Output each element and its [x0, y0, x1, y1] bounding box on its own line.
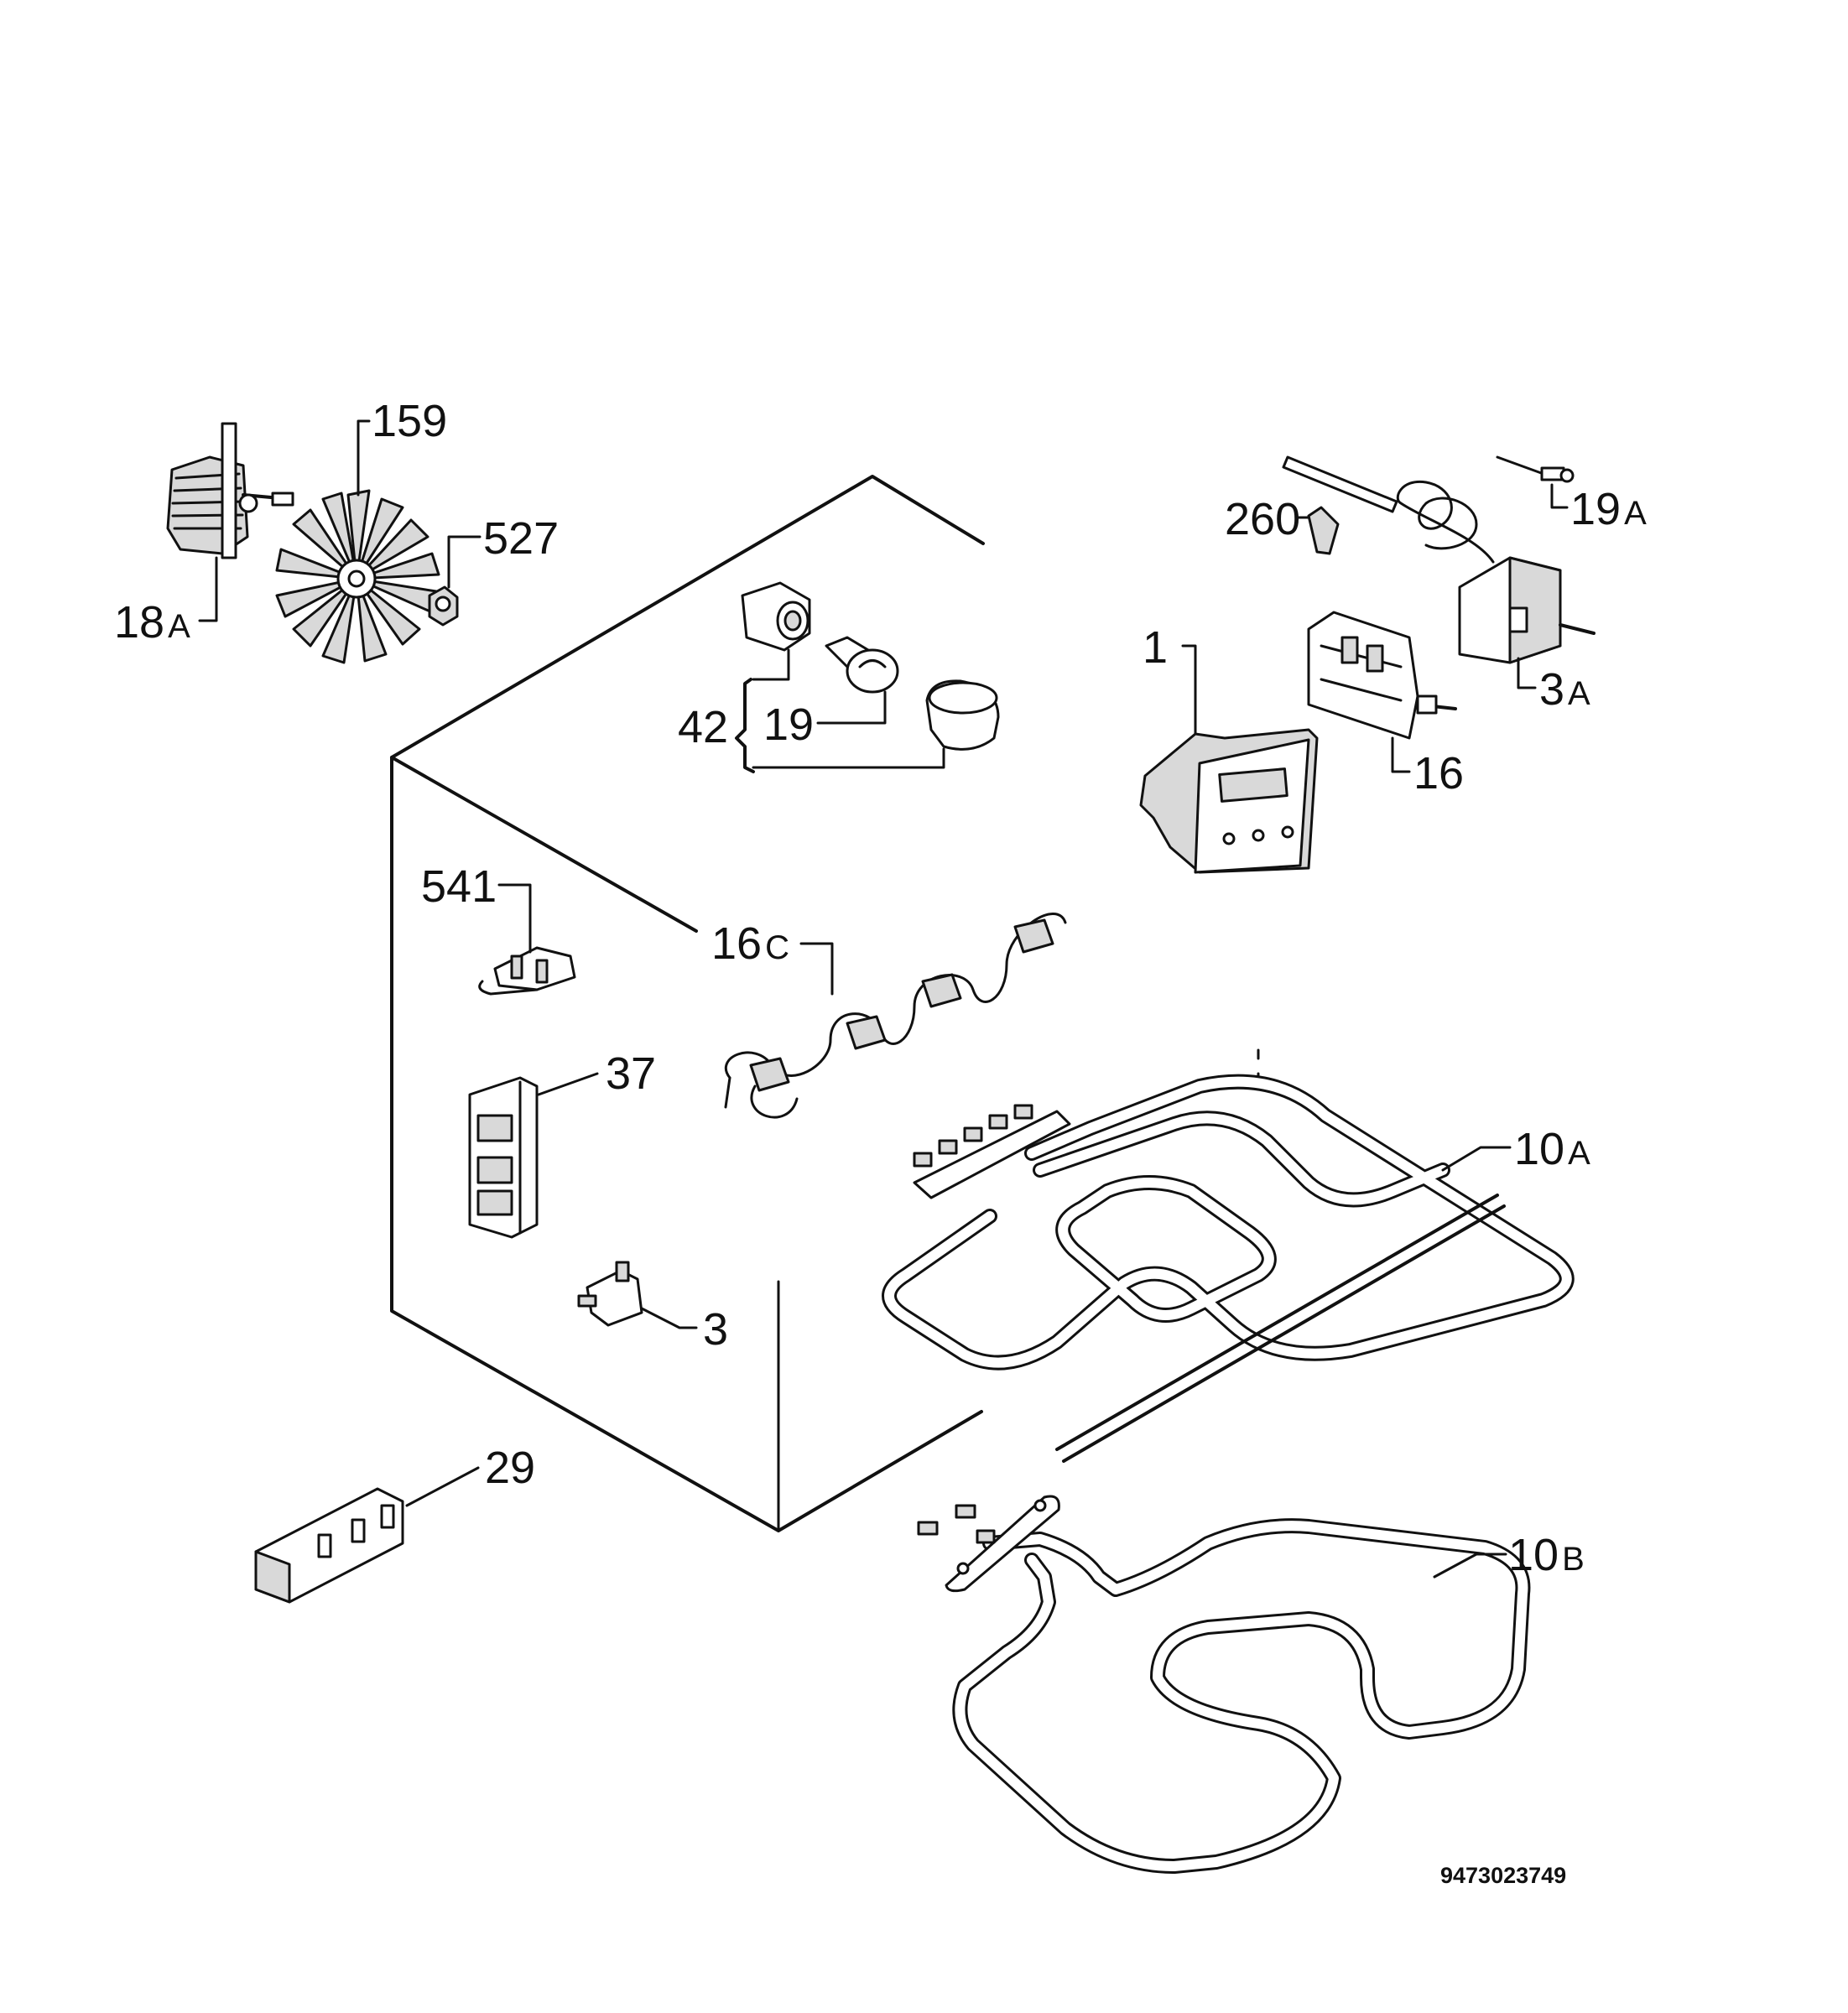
leader-37 — [537, 1072, 599, 1096]
terminal-block-part-37 — [468, 1076, 539, 1239]
leader-3 — [640, 1307, 698, 1329]
leader-16 — [1391, 736, 1411, 773]
lamp-cover-glass — [925, 679, 1000, 751]
leader-3a — [1517, 657, 1537, 689]
clip-part-260 — [1307, 506, 1340, 555]
label-16c-suffix: C — [765, 929, 789, 966]
fan-wheel-part-159 — [275, 489, 440, 664]
relay-unit-part-29 — [254, 1487, 404, 1604]
label-18a-number: 18 — [114, 597, 164, 648]
leader-18a — [198, 556, 218, 622]
label-19: 19 — [763, 700, 814, 750]
leader-10a — [1441, 1146, 1512, 1172]
label-1: 1 — [1143, 622, 1168, 673]
lamp-bulb-part-19 — [825, 636, 899, 694]
label-19a-suffix: A — [1624, 495, 1647, 532]
label-19a-number: 19 — [1570, 484, 1621, 534]
label-16c-number: 16 — [711, 918, 762, 969]
leader-42-bottom — [752, 747, 945, 769]
leader-19a — [1550, 483, 1569, 509]
top-heating-element-part-10a — [882, 1074, 1575, 1463]
connector-part-541 — [478, 946, 576, 996]
label-10a-suffix: A — [1568, 1135, 1590, 1172]
fan-nut-part-527 — [428, 585, 459, 627]
wire-connector-part-19a — [1496, 455, 1575, 483]
leader-29 — [405, 1466, 480, 1507]
oven-cavity-outline — [390, 475, 1260, 1532]
label-29: 29 — [485, 1443, 535, 1493]
leader-42-top — [752, 648, 790, 681]
label-541: 541 — [421, 861, 497, 912]
thermal-fuse-part-3 — [577, 1261, 643, 1327]
wire-harness-part-16c — [724, 913, 1067, 1119]
electronic-timer-part-1 — [1139, 728, 1319, 874]
leader-19 — [816, 690, 887, 725]
label-3a-number: 3 — [1539, 664, 1564, 715]
leader-16c — [799, 942, 834, 996]
label-18a-suffix: A — [168, 608, 190, 645]
label-10b-suffix: B — [1562, 1541, 1585, 1578]
bracket-42 — [735, 678, 755, 773]
leader-10b — [1433, 1553, 1507, 1579]
label-527: 527 — [483, 513, 559, 564]
label-10b-number: 10 — [1508, 1530, 1559, 1580]
lamp-holder-part-42 — [741, 581, 811, 652]
label-3a-suffix: A — [1568, 675, 1590, 712]
label-3: 3 — [703, 1304, 728, 1355]
bottom-heating-element-part-10b — [917, 1495, 1531, 1874]
leader-159 — [357, 419, 371, 497]
selector-switch-part-16 — [1307, 611, 1457, 740]
label-16: 16 — [1413, 748, 1464, 798]
leader-527 — [447, 535, 482, 589]
fan-motor-part-18a — [166, 422, 294, 559]
label-37: 37 — [606, 1048, 656, 1099]
leader-1 — [1181, 644, 1197, 736]
leader-541 — [497, 883, 532, 954]
thermostat-part-3a — [1282, 455, 1596, 664]
label-10a-number: 10 — [1514, 1124, 1564, 1174]
document-code: 9473023749 — [1440, 1863, 1566, 1888]
label-42: 42 — [678, 702, 728, 752]
label-260: 260 — [1225, 494, 1300, 544]
label-159: 159 — [372, 396, 447, 446]
